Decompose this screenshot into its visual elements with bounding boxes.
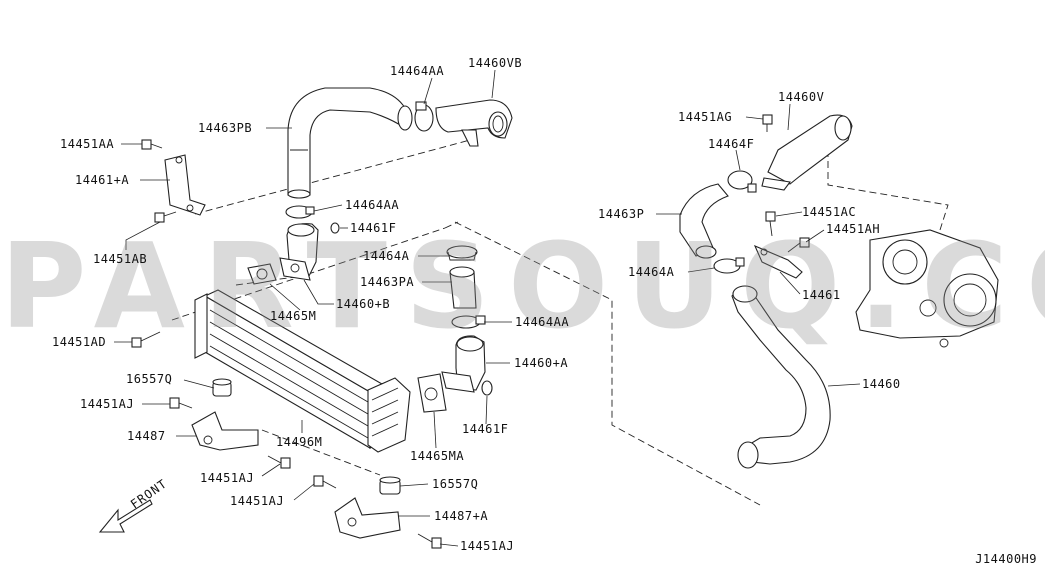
callout-14451AJ-2[interactable]: 14451AJ xyxy=(200,471,255,485)
callout-14460A[interactable]: 14460+A xyxy=(514,356,569,370)
callout-14451AC[interactable]: 14451AC xyxy=(802,205,857,219)
callout-14465M[interactable]: 14465M xyxy=(270,309,317,323)
callout-14461F-low[interactable]: 14461F xyxy=(462,422,509,436)
mount-16557Q-right[interactable] xyxy=(379,476,401,495)
callout-14451AJ-4[interactable]: 14451AJ xyxy=(460,539,515,553)
callout-14460V[interactable]: 14460V xyxy=(778,90,825,104)
callout-14460VB[interactable]: 14460VB xyxy=(468,56,523,70)
callout-14464A-right[interactable]: 14464A xyxy=(628,265,675,279)
clip-14461F-low[interactable] xyxy=(481,380,493,396)
callout-14464AA-top[interactable]: 14464AA xyxy=(390,64,445,78)
bolt-14451AC[interactable] xyxy=(765,211,776,237)
callout-14463P[interactable]: 14463P xyxy=(598,207,645,221)
callout-14451AD[interactable]: 14451AD xyxy=(52,335,107,349)
callout-14460B[interactable]: 14460+B xyxy=(336,297,391,311)
clip-14461F-top[interactable] xyxy=(330,222,340,234)
bolt-14451AJ-2[interactable] xyxy=(267,455,291,469)
front-arrow-icon xyxy=(98,499,153,533)
bolt-14451AJ-3[interactable] xyxy=(313,475,337,489)
pipe-14460[interactable] xyxy=(731,285,831,469)
callout-14496M[interactable]: 14496M xyxy=(276,435,323,449)
bracket-14487[interactable] xyxy=(191,411,259,451)
hose-14463P[interactable] xyxy=(679,183,729,259)
clamp-14464AA-mid[interactable] xyxy=(285,205,315,219)
callout-14451AH[interactable]: 14451AH xyxy=(826,222,881,236)
callout-14451AB[interactable]: 14451AB xyxy=(93,252,148,266)
callout-14451AG[interactable]: 14451AG xyxy=(678,110,733,124)
callout-14451AJ-3[interactable]: 14451AJ xyxy=(230,494,285,508)
bolt-14451AG[interactable] xyxy=(762,114,773,132)
leader-lines xyxy=(114,69,861,547)
intercooler-14496M[interactable] xyxy=(194,289,411,453)
turbocharger xyxy=(855,229,999,348)
callout-14451AA[interactable]: 14451AA xyxy=(60,137,115,151)
mount-16557Q-left[interactable] xyxy=(212,378,232,397)
clamp-14464AA-top[interactable] xyxy=(414,101,434,132)
bolt-14451AJ-1[interactable] xyxy=(169,397,193,409)
callout-14464F[interactable]: 14464F xyxy=(708,137,755,151)
hose-14463PB[interactable] xyxy=(287,87,413,199)
callout-14487A[interactable]: 14487+A xyxy=(434,509,489,523)
bracket-14487A[interactable] xyxy=(334,497,401,539)
clamp-14464A-mid[interactable] xyxy=(446,245,478,261)
bolt-14451AD[interactable] xyxy=(131,331,161,348)
clamp-14464F[interactable] xyxy=(727,170,757,193)
clamp-14464A-right[interactable] xyxy=(713,257,745,274)
callout-14461F-top[interactable]: 14461F xyxy=(350,221,397,235)
bracket-14461[interactable] xyxy=(753,244,803,279)
bolt-14451AH[interactable] xyxy=(787,237,810,253)
hose-14463PA[interactable] xyxy=(449,266,477,309)
callout-14463PB[interactable]: 14463PB xyxy=(198,121,253,135)
callout-14461A[interactable]: 14461+A xyxy=(75,173,130,187)
callout-16557Q-right[interactable]: 16557Q xyxy=(432,477,479,491)
callout-14464AA-mid[interactable]: 14464AA xyxy=(345,198,400,212)
bolt-14451AA[interactable] xyxy=(141,139,163,150)
callout-14451AJ-1[interactable]: 14451AJ xyxy=(80,397,135,411)
callout-14460[interactable]: 14460 xyxy=(862,377,901,391)
clamp-14464AA-low[interactable] xyxy=(451,315,486,329)
bolt-14451AB[interactable] xyxy=(154,211,177,223)
callout-14465MA[interactable]: 14465MA xyxy=(410,449,465,463)
bolt-14451AJ-4[interactable] xyxy=(417,533,442,549)
callout-14464A-mid[interactable]: 14464A xyxy=(363,249,410,263)
pipe-14460A[interactable] xyxy=(441,335,486,393)
pipe-14460V[interactable] xyxy=(761,114,853,191)
callout-14461[interactable]: 14461 xyxy=(802,288,841,302)
callout-14463PA[interactable]: 14463PA xyxy=(360,275,415,289)
callout-14464AA-low[interactable]: 14464AA xyxy=(515,315,570,329)
callout-14487[interactable]: 14487 xyxy=(127,429,166,443)
callout-16557Q-left[interactable]: 16557Q xyxy=(126,372,173,386)
pipe-14460VB[interactable] xyxy=(435,99,513,147)
gasket-14465M[interactable] xyxy=(247,263,277,285)
bracket-14461A[interactable] xyxy=(164,154,206,216)
pipe-14460B[interactable] xyxy=(279,223,319,281)
diagram-code: J14400H9 xyxy=(975,552,1037,566)
gasket-14465MA[interactable] xyxy=(417,373,447,413)
